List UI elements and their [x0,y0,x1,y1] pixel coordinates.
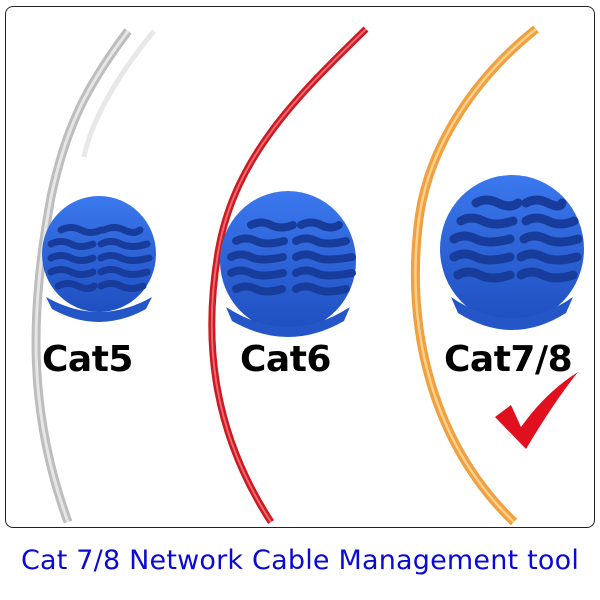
cat78-disc [440,175,584,330]
cat78-label: Cat7/8 [444,339,573,380]
cat5-label: Cat5 [42,339,133,380]
cat78-cable [410,25,539,526]
product-photo-frame: Cat5 Cat6 Cat7/8 [5,6,595,528]
cat6-label: Cat6 [240,339,331,380]
cat6-cable [208,26,369,524]
cat5-cable [31,28,156,524]
checkmark-icon [495,372,578,449]
cat6-disc [220,191,356,337]
cat5-disc [42,196,156,322]
caption: Cat 7/8 Network Cable Management tool [20,545,580,576]
product-photo [31,25,584,526]
